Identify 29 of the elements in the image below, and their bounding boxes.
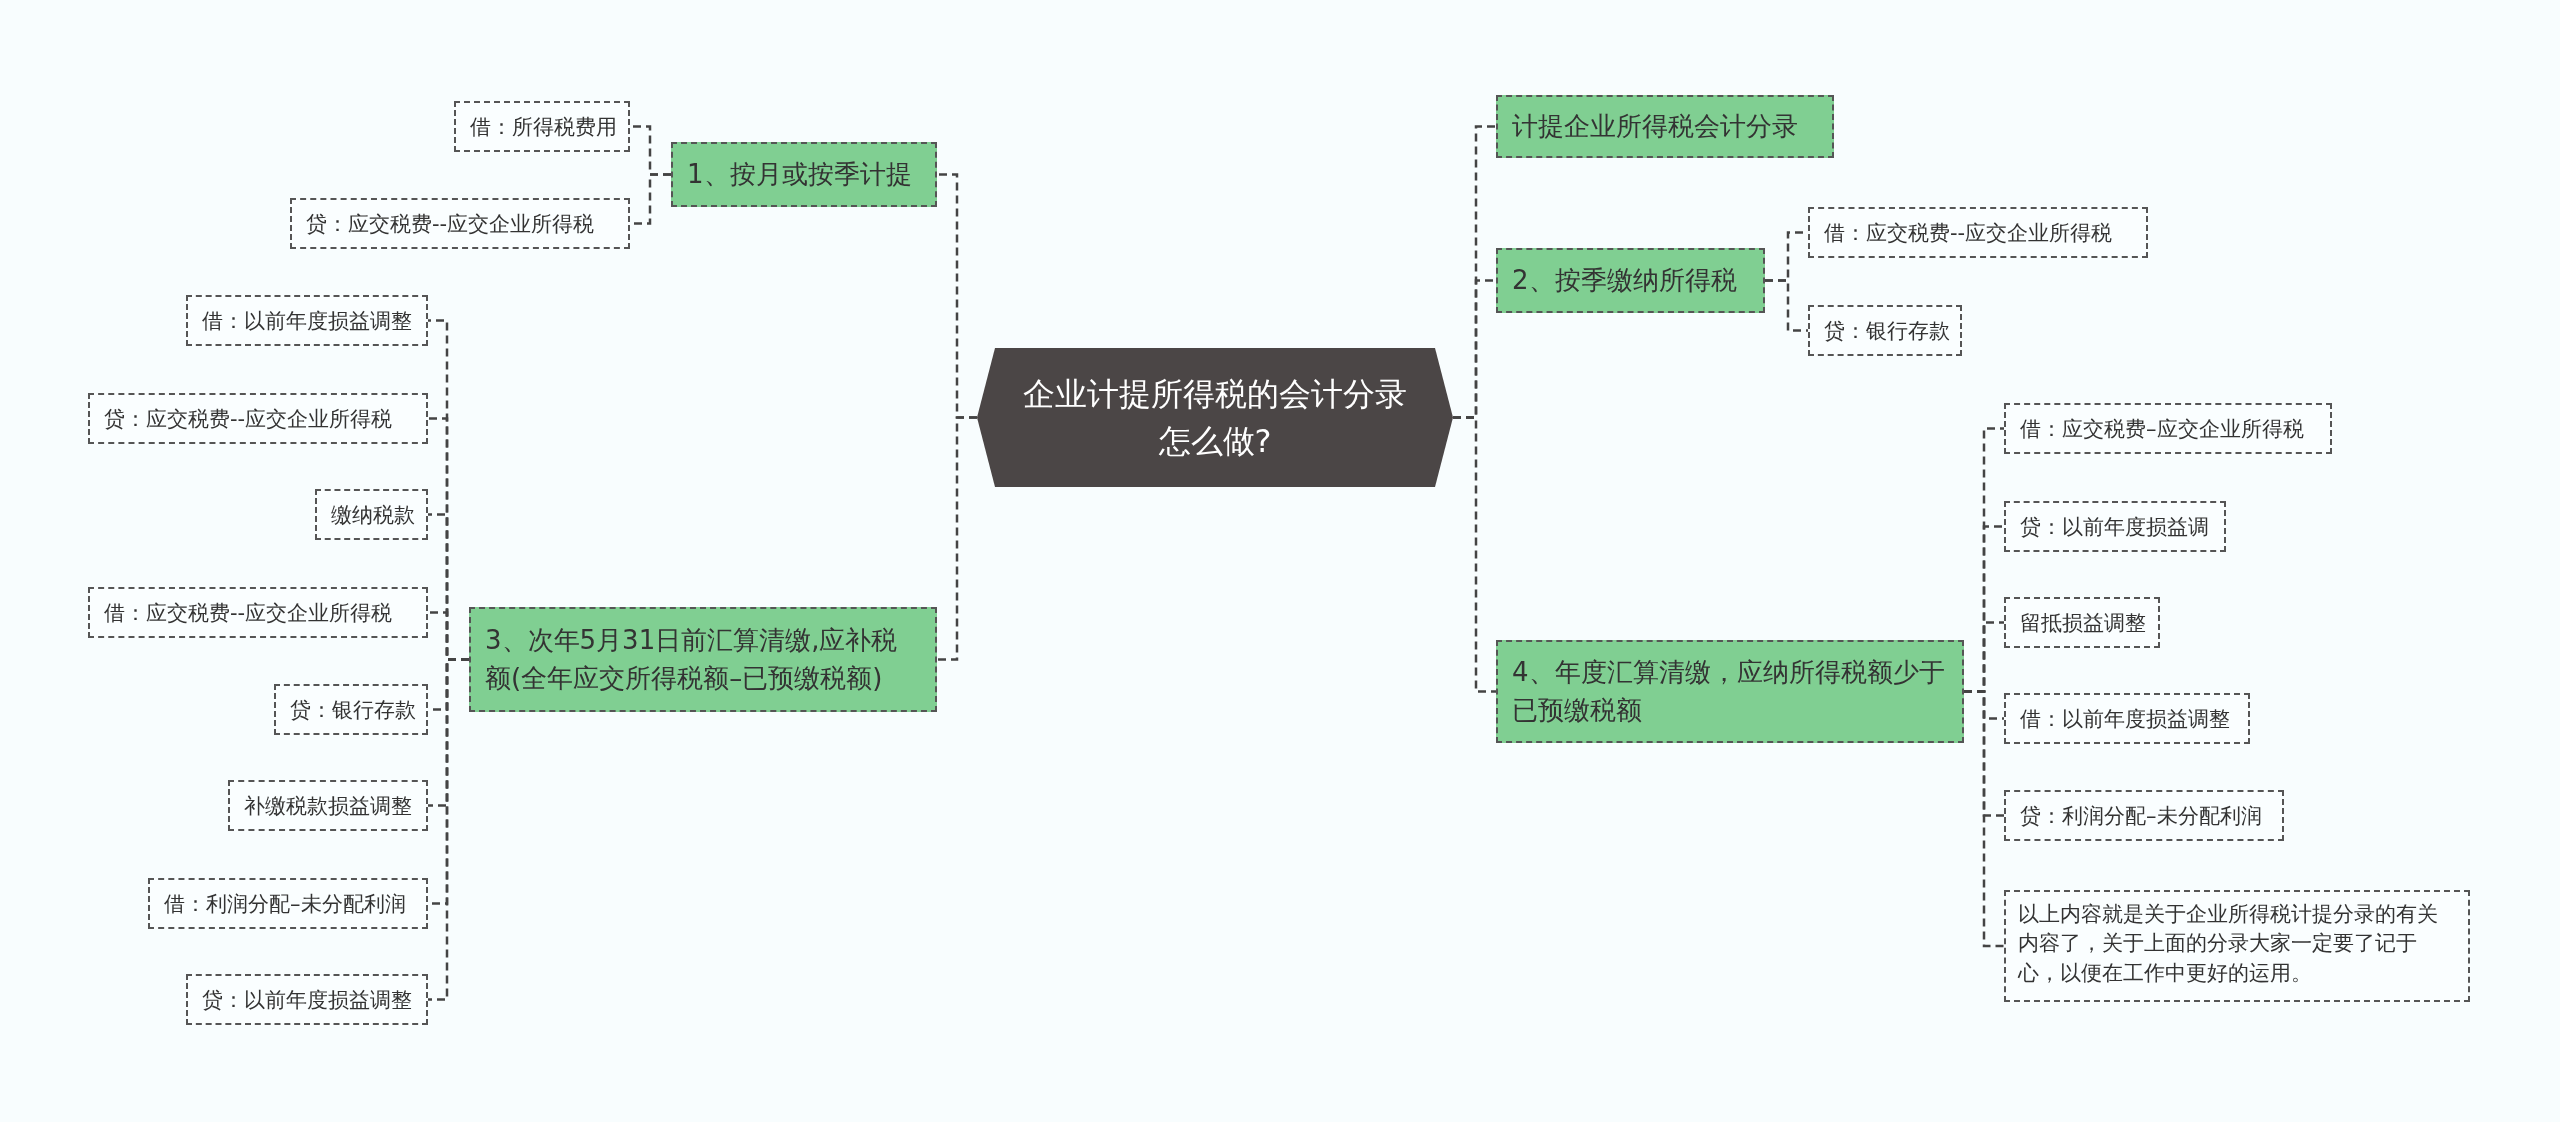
subtopic-box: 贷：银行存款 [1808, 305, 1962, 356]
connector-line [428, 658, 469, 1001]
subtopic-box: 借：应交税费–应交企业所得税 [2004, 403, 2332, 454]
subtopic-box: 借：应交税费--应交企业所得税 [88, 587, 428, 638]
connector-line [1765, 279, 1808, 332]
connector-line [937, 416, 977, 661]
subtopic-box: 贷：以前年度损益调整 [186, 974, 428, 1025]
connector-line [1964, 690, 2004, 948]
subtopic-box: 借：利润分配–未分配利润 [148, 878, 428, 929]
subtopic-box: 贷：银行存款 [274, 684, 428, 735]
subtopic-box: 借：以前年度损益调整 [2004, 693, 2250, 744]
topic-box: 4、年度汇算清缴，应纳所得税额少于已预缴税额 [1496, 640, 1964, 743]
subtopic-box: 借：所得税费用 [454, 101, 630, 152]
subtopic-box: 贷：以前年度损益调 [2004, 501, 2226, 552]
subtopic-box: 补缴税款损益调整 [228, 780, 428, 831]
topic-box: 3、次年5月31日前汇算清缴,应补税额(全年应交所得税额–已预缴税额) [469, 607, 937, 712]
subtopic-box: 借：以前年度损益调整 [186, 295, 428, 346]
topic-box: 2、按季缴纳所得税 [1496, 248, 1765, 313]
topic-box: 计提企业所得税会计分录 [1496, 95, 1834, 158]
note-box: 以上内容就是关于企业所得税计提分录的有关内容了，关于上面的分录大家一定要了记于心，以便在工作中更好的运用。 [2004, 890, 2470, 1002]
subtopic-box: 借：应交税费--应交企业所得税 [1808, 207, 2148, 258]
subtopic-box: 贷：利润分配–未分配利润 [2004, 790, 2284, 841]
subtopic-box: 贷：应交税费--应交企业所得税 [88, 393, 428, 444]
subtopic-box: 留抵损益调整 [2004, 597, 2160, 648]
topic-box: 1、按月或按季计提 [671, 142, 937, 207]
central-topic-hexagon: 企业计提所得税的会计分录怎么做? [977, 348, 1453, 487]
connector-line [1453, 416, 1496, 693]
subtopic-box: 缴纳税款 [315, 489, 428, 540]
subtopic-box: 贷：应交税费--应交企业所得税 [290, 198, 630, 249]
